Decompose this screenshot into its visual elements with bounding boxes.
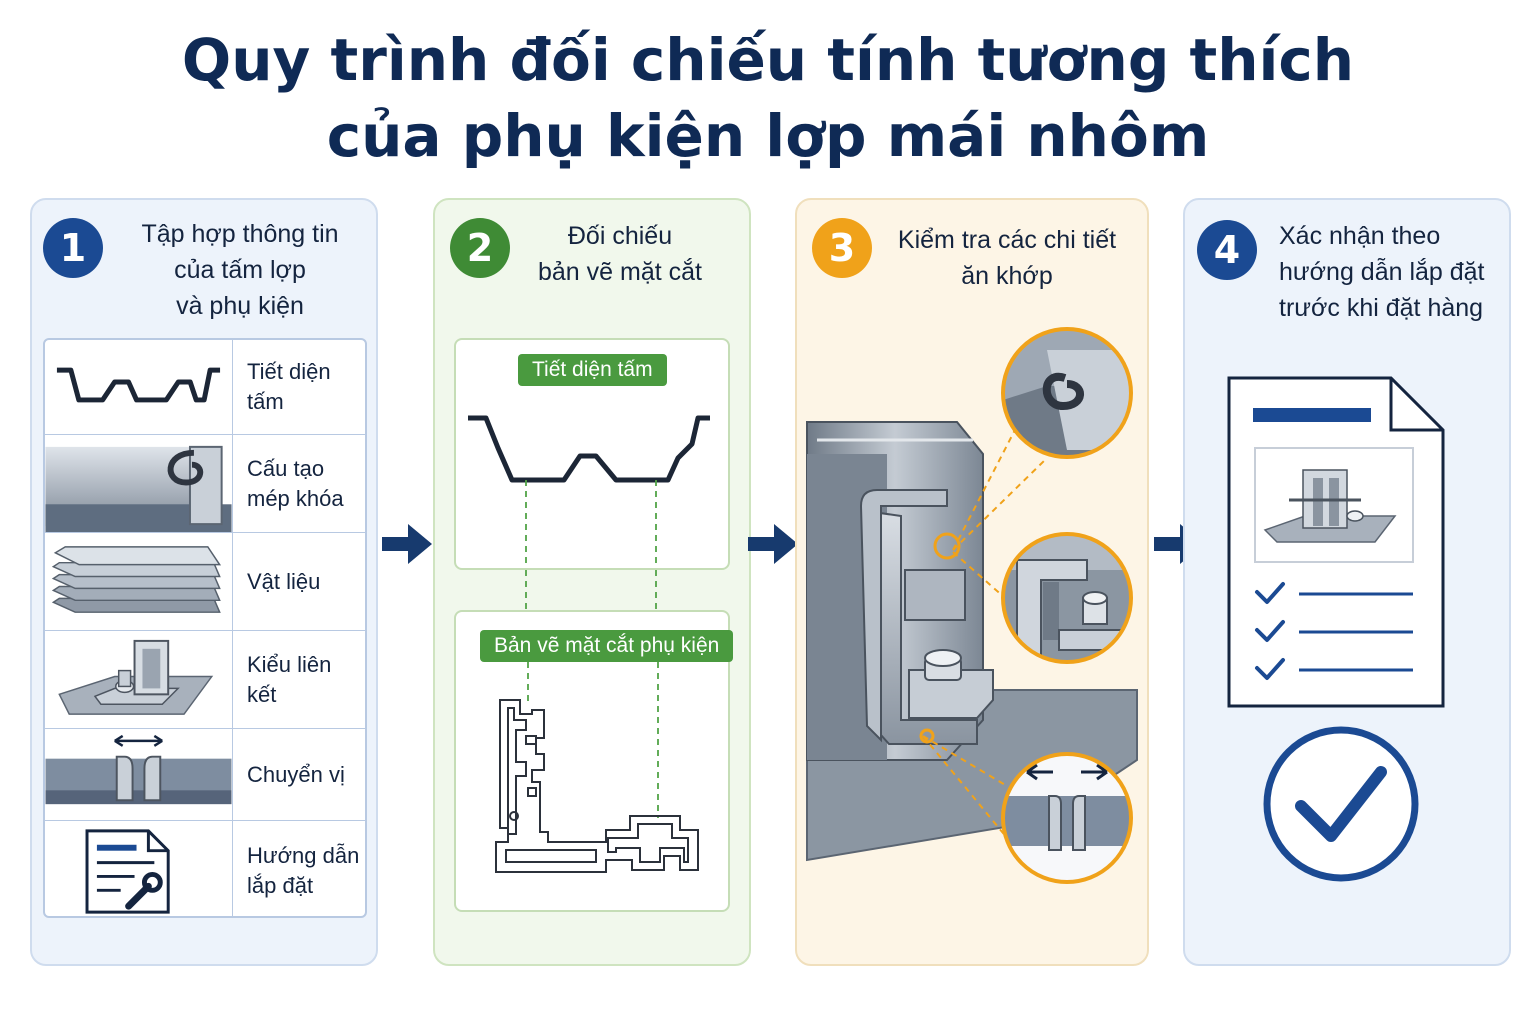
sheet-stack-icon <box>45 533 233 630</box>
approved-document-illustration <box>1227 376 1445 882</box>
page-title-line-2: của phụ kiện lợp mái nhôm <box>326 102 1210 170</box>
info-checklist-table: Tiết diện tấm Cấu tạo mép khóa <box>43 338 367 918</box>
step-3-panel: 3 Kiểm tra các chi tiết ăn khớp <box>795 198 1149 966</box>
table-row: Hướng dẫn lắp đặt <box>45 820 365 916</box>
step-2-panel: 2 Đối chiếu bản vẽ mặt cắt Tiết diện tấm… <box>433 198 751 966</box>
accessory-section-tag: Bản vẽ mặt cắt phụ kiện <box>480 630 734 662</box>
interlock-assembly-illustration <box>806 327 1138 884</box>
arrow-right-icon <box>382 524 432 564</box>
expansion-gap-icon <box>45 729 233 820</box>
step-4-badge: 4 <box>1197 220 1257 280</box>
table-row: Chuyển vị <box>45 728 365 820</box>
step-1-title: Tập hợp thông tin của tấm lợp và phụ kiệ… <box>141 220 339 320</box>
step-1-badge: 1 <box>43 218 103 278</box>
item-label: Tiết diện tấm <box>247 359 331 414</box>
table-row: Kiểu liên kết <box>45 630 365 728</box>
panel-profile-drawing <box>468 415 710 568</box>
step-1-panel: 1 Tập hợp thông tin của tấm lợp và phụ k… <box>30 198 378 966</box>
clip-bracket-icon <box>45 631 233 728</box>
step-4-panel: 4 Xác nhận theo hướng dẫn lắp đặt trước … <box>1183 198 1511 966</box>
accessory-profile-drawing <box>495 662 699 873</box>
guide-lines <box>525 570 657 612</box>
item-label: Cấu tạo mép khóa <box>247 455 344 511</box>
seam-lock-icon <box>45 435 233 532</box>
item-label: Vật liệu <box>247 568 321 594</box>
accessory-section-box: Bản vẽ mặt cắt phụ kiện <box>454 610 734 912</box>
item-label: Chuyển vị <box>247 761 345 787</box>
step-2-title: Đối chiếu bản vẽ mặt cắt <box>538 222 702 286</box>
step-3-title: Kiểm tra các chi tiết ăn khớp <box>897 226 1117 290</box>
step-2-badge: 2 <box>450 218 510 278</box>
panel-profile-icon <box>45 340 233 434</box>
panel-profile-box: Tiết diện tấm <box>454 338 730 570</box>
page-title: Quy trình đối chiếu tính tương thích của… <box>0 22 1536 174</box>
panel-section-tag: Tiết diện tấm <box>518 354 667 386</box>
item-label: Hướng dẫn lắp đặt <box>247 842 360 898</box>
page-title-line-1: Quy trình đối chiếu tính tương thích <box>181 26 1355 94</box>
step-4-title: Xác nhận theo hướng dẫn lắp đặt trước kh… <box>1279 222 1485 322</box>
arrow-right-icon <box>748 524 798 564</box>
document-wrench-icon <box>45 821 233 916</box>
step-3-badge: 3 <box>812 218 872 278</box>
table-row: Cấu tạo mép khóa <box>45 434 365 532</box>
table-row: Vật liệu <box>45 532 365 630</box>
item-label: Kiểu liên kết <box>247 651 332 707</box>
table-row: Tiết diện tấm <box>45 340 365 434</box>
